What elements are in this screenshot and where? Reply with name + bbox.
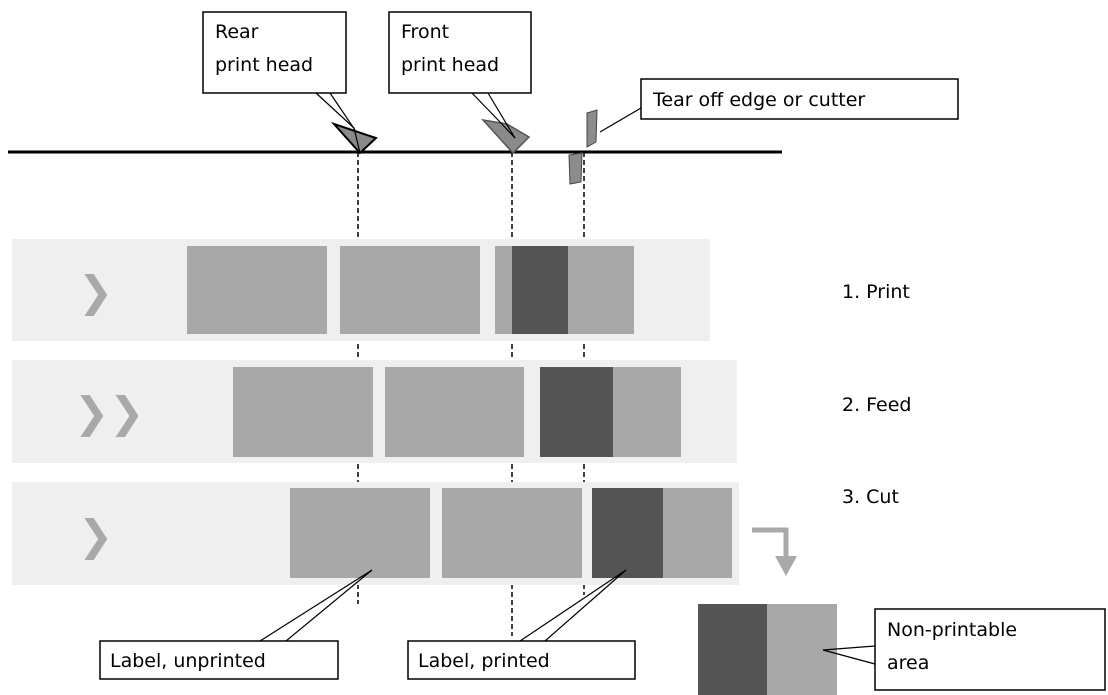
front-head-label-line2: print head (401, 54, 499, 76)
label-unprinted (233, 367, 373, 457)
non-printable-leader (822, 645, 876, 651)
non-printable-label-line1: Non-printable (887, 619, 1017, 641)
rear-head-leader (329, 92, 356, 131)
step-print-label: 1. Print (842, 281, 910, 303)
unprinted-label: Label, unprinted (110, 650, 266, 672)
feed-arrow-icon: ❯ (78, 267, 113, 317)
label-unprinted (385, 367, 524, 457)
cut-label (698, 604, 837, 695)
rear-head-callout: Rear print head (202, 11, 347, 94)
printed-callout: Label, printed (407, 640, 636, 680)
fast-feed-arrow-icon: ❯❯ (74, 388, 144, 438)
front-head-leader (471, 92, 516, 139)
rear-head-label-line1: Rear (215, 21, 259, 43)
label-printed-area (698, 604, 767, 695)
feed-step-row: ❯❯ (12, 360, 737, 463)
label-printed-area (540, 367, 613, 457)
label-unprinted (340, 246, 480, 334)
non-printable-leader (822, 649, 876, 665)
printed-leader (519, 569, 627, 642)
unprinted-leader (259, 569, 373, 642)
unprinted-leader (285, 569, 373, 642)
front-head-label-line1: Front (401, 21, 449, 43)
feed-arrow-icon: ❯ (78, 511, 113, 561)
unprinted-callout: Label, unprinted (99, 640, 339, 680)
label-printed-area (592, 488, 663, 578)
label-unprinted (290, 488, 430, 578)
front-head-callout: Front print head (388, 11, 532, 94)
cutter-callout: Tear off edge or cutter (640, 78, 959, 120)
printed-leader (544, 569, 627, 642)
step-feed-label: 2. Feed (842, 394, 912, 416)
label-printed-area (512, 246, 568, 334)
rear-head-label-line2: print head (215, 54, 313, 76)
non-printable-label-line2: area (887, 652, 929, 674)
bent-down-arrow-icon (752, 527, 797, 576)
rear-print-head-icon (330, 121, 378, 155)
cutter-leader (599, 107, 642, 133)
cutter-label: Tear off edge or cutter (652, 89, 865, 111)
cut-step-row: ❯ (12, 482, 739, 585)
non-printable-callout: Non-printable area (874, 608, 1106, 691)
label-unprinted (442, 488, 582, 578)
printed-label: Label, printed (418, 650, 550, 672)
label-unprinted (187, 246, 327, 334)
front-head-leader (487, 92, 516, 139)
cutter-icon (568, 109, 598, 185)
print-step-row: ❯ (12, 239, 710, 341)
front-print-head-icon (480, 118, 531, 155)
step-cut-label: 3. Cut (842, 486, 899, 508)
